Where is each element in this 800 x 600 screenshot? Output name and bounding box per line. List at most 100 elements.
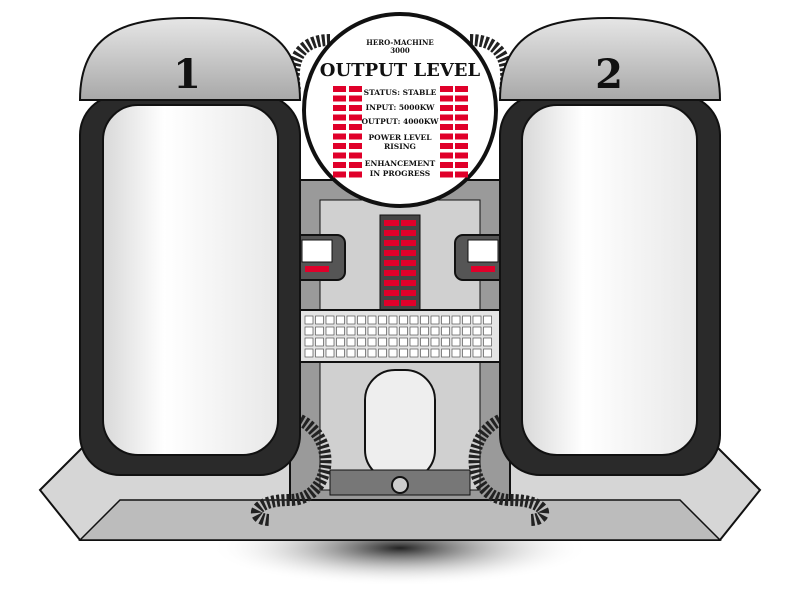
indicator-bar — [349, 143, 362, 149]
keyboard-key — [378, 315, 387, 325]
center-indicator-light — [384, 270, 399, 276]
keyboard-key — [346, 326, 356, 336]
keyboard-key — [388, 326, 398, 336]
keyboard-key — [325, 315, 335, 325]
indicator-bar — [349, 95, 362, 102]
keyboard-key — [378, 326, 387, 336]
center-indicator-light — [401, 260, 416, 266]
indicator-bar — [349, 86, 362, 92]
keyboard-key — [304, 315, 314, 325]
center-indicator-light — [401, 250, 416, 256]
indicator-bar — [455, 171, 468, 178]
brand-number: 3000 — [390, 46, 410, 55]
keyboard-key — [483, 348, 492, 358]
indicator-bar — [455, 105, 468, 111]
keyboard-key — [451, 337, 461, 347]
center-indicator-light — [384, 230, 399, 236]
keyboard-key — [420, 337, 429, 347]
keyboard-key — [315, 337, 324, 347]
indicator-bar — [333, 152, 346, 159]
keyboard-key — [388, 337, 398, 347]
keyboard-key — [451, 315, 461, 325]
keyboard-key — [304, 337, 314, 347]
keyboard-key — [462, 348, 471, 358]
output-text: OUTPUT: 4000KW — [361, 117, 439, 126]
center-indicator-light — [384, 300, 399, 306]
indicator-bar — [455, 86, 468, 92]
indicator-bar — [440, 124, 453, 130]
status-text: STATUS: STABLE — [364, 88, 437, 97]
indicator-bar — [333, 114, 346, 121]
center-indicator-light — [384, 260, 399, 266]
indicator-bar — [455, 152, 468, 159]
keyboard-key — [336, 326, 345, 336]
keyboard-key — [304, 326, 314, 336]
keyboard-key — [441, 315, 450, 325]
center-indicator-light — [384, 220, 399, 226]
indicator-bar — [440, 143, 453, 149]
keyboard-key — [472, 337, 482, 347]
keyboard-key — [315, 348, 324, 358]
keyboard-key — [483, 326, 492, 336]
indicator-bar — [333, 124, 346, 130]
keyboard-key — [367, 337, 377, 347]
center-indicator-light — [401, 220, 416, 226]
indicator-bar — [333, 171, 346, 178]
indicator-bar — [440, 95, 453, 102]
indicator-bar — [440, 171, 453, 178]
indicator-bar — [440, 152, 453, 159]
input-text: INPUT: 5000KW — [366, 103, 435, 112]
keyboard-key — [357, 326, 366, 336]
indicator-bar — [440, 86, 453, 92]
center-indicator-light — [401, 240, 416, 246]
keyboard-key — [399, 348, 408, 358]
center-indicator-light — [401, 280, 416, 286]
keyboard-key — [409, 337, 419, 347]
keyboard-key — [430, 315, 440, 325]
enhancement-line2: IN PROGRESS — [370, 169, 430, 178]
indicator-bar — [349, 105, 362, 111]
keyboard-key — [441, 337, 450, 347]
keyboard-key — [325, 337, 335, 347]
keyboard-key — [378, 348, 387, 358]
pod-1-label: 1 — [173, 51, 201, 98]
keyboard-key — [388, 315, 398, 325]
keyboard-key — [336, 315, 345, 325]
keyboard-key — [399, 315, 408, 325]
indicator-bar — [333, 162, 346, 168]
pod-1: 1 — [78, 16, 302, 476]
screen-title: OUTPUT LEVEL — [320, 60, 481, 81]
center-indicator-light — [384, 280, 399, 286]
keyboard-key — [472, 315, 482, 325]
keyboard-key — [420, 326, 429, 336]
center-indicator-light — [384, 290, 399, 296]
indicator-bar — [333, 143, 346, 149]
keyboard-key — [325, 326, 335, 336]
keyboard-key — [451, 326, 461, 336]
indicator-bar — [440, 114, 453, 121]
keyboard-key — [357, 337, 366, 347]
indicator-bar — [349, 171, 362, 178]
keyboard-key — [409, 315, 419, 325]
keyboard-key — [388, 348, 398, 358]
keyboard-key — [367, 315, 377, 325]
keyboard-key — [409, 326, 419, 336]
center-indicator-light — [401, 290, 416, 296]
keyboard-key — [399, 337, 408, 347]
keyboard-key — [420, 315, 429, 325]
keyboard-key — [409, 348, 419, 358]
power-level-line1: POWER LEVEL — [369, 133, 433, 142]
keyboard-key — [346, 337, 356, 347]
indicator-bar — [455, 95, 468, 102]
keyboard-key — [451, 348, 461, 358]
keyboard-key — [315, 315, 324, 325]
keyboard-key — [399, 326, 408, 336]
keyboard-key — [462, 326, 471, 336]
indicator-bar — [349, 124, 362, 130]
pod-2-label: 2 — [595, 51, 623, 98]
brand-name: HERO-MACHINE — [366, 38, 433, 47]
keyboard-key — [430, 348, 440, 358]
keyboard-key — [336, 337, 345, 347]
center-indicator-light — [384, 250, 399, 256]
